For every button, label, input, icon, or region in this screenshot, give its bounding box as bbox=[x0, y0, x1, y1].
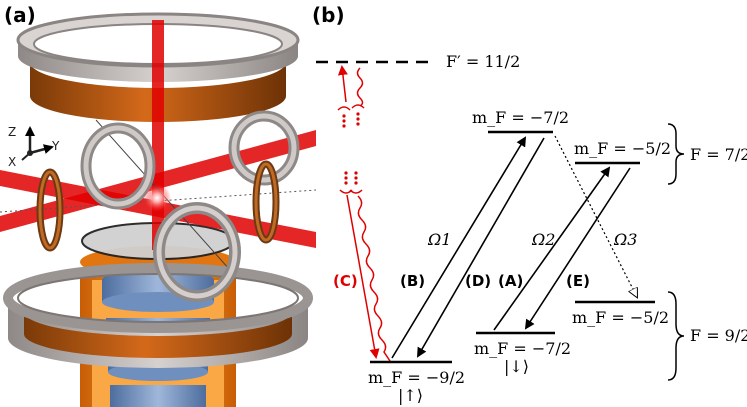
red-break-bottom bbox=[339, 189, 363, 194]
transition-a-arrow bbox=[493, 166, 611, 331]
up-state-label: |↑⟩ bbox=[398, 386, 423, 405]
transition-b-label: (B) bbox=[400, 272, 425, 290]
panel-b: (b) F′ = 11/2 (C) m_F = −7/2 m_F = −5/2 … bbox=[312, 3, 747, 405]
ring-right-top bbox=[228, 110, 300, 186]
transition-d-arrow bbox=[416, 137, 545, 358]
transition-c-wavy bbox=[357, 195, 391, 362]
axis-z-label: Z bbox=[8, 125, 16, 139]
label-mf-m9: m_F = −9/2 bbox=[368, 368, 465, 387]
brace-f-upper bbox=[667, 123, 685, 185]
panel-a: (a) bbox=[0, 3, 317, 407]
ring-front bbox=[153, 202, 241, 302]
red-excite-top bbox=[337, 65, 348, 103]
red-dots-top bbox=[342, 112, 360, 128]
red-wavy-top bbox=[356, 67, 364, 107]
fprime-label: F′ = 11/2 bbox=[446, 52, 520, 71]
label-mf-m5-top: m_F = −5/2 bbox=[574, 139, 671, 158]
ring-left-side bbox=[36, 168, 64, 252]
axis-x-label: X bbox=[8, 155, 16, 169]
omega2-label: Ω2 bbox=[531, 230, 555, 249]
transition-e-arrow bbox=[524, 167, 631, 330]
down-state-label: |↓⟩ bbox=[504, 357, 529, 376]
red-dots-bottom bbox=[344, 171, 358, 185]
axis-y-label: Y bbox=[51, 139, 60, 153]
omega3-dotted-arrow bbox=[554, 135, 637, 297]
transition-c-line bbox=[346, 194, 380, 359]
panel-b-label: (b) bbox=[312, 3, 345, 27]
atom-cloud bbox=[143, 184, 171, 212]
label-mf-m5-bot: m_F = −5/2 bbox=[572, 308, 669, 327]
label-f-lower: F = 9/2 bbox=[690, 326, 747, 345]
coordinate-axes: Z Y X bbox=[8, 125, 60, 169]
brace-f-lower bbox=[667, 291, 685, 381]
ring-right-side bbox=[252, 160, 280, 244]
transition-b-arrow bbox=[391, 136, 527, 359]
omega3-label: Ω3 bbox=[613, 230, 637, 249]
label-mf-m7-bot: m_F = −7/2 bbox=[474, 339, 571, 358]
transition-e-label: (E) bbox=[566, 272, 590, 290]
transition-d-label: (D) bbox=[465, 272, 491, 290]
red-break-top bbox=[337, 104, 365, 111]
transition-a-label: (A) bbox=[498, 272, 523, 290]
omega1-label: Ω1 bbox=[427, 230, 451, 249]
label-mf-m7-top: m_F = −7/2 bbox=[472, 108, 569, 127]
label-f-upper: F = 7/2 bbox=[690, 145, 747, 164]
ring-left-top bbox=[80, 122, 156, 210]
transition-c-label: (C) bbox=[333, 272, 358, 290]
panel-a-label: (a) bbox=[4, 3, 36, 27]
